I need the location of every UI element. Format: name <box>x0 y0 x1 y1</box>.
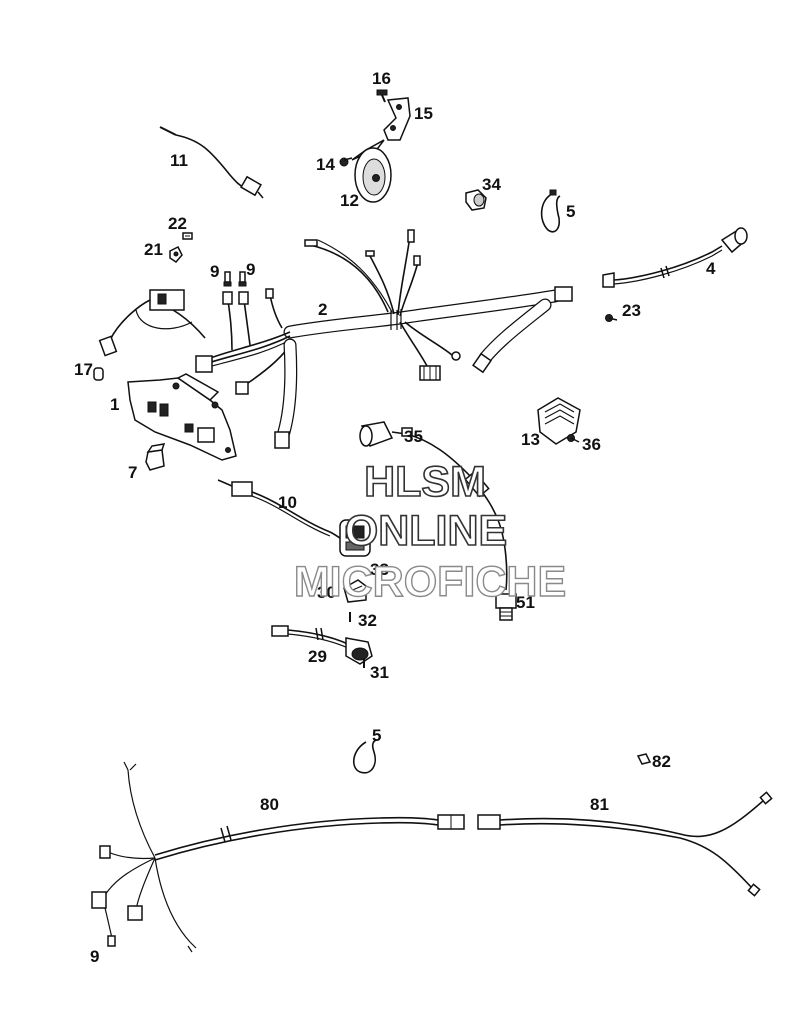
clamp-30 <box>343 579 367 603</box>
callout-80: 80 <box>260 795 279 814</box>
callout-9b: 9 <box>246 260 255 279</box>
callout-81: 81 <box>590 795 609 814</box>
terminal-9a <box>223 271 232 287</box>
callout-29: 29 <box>308 647 327 666</box>
screw-23 <box>605 314 618 322</box>
callout-12: 12 <box>340 191 359 210</box>
callout-82: 82 <box>652 752 671 771</box>
bracket-15 <box>383 97 411 141</box>
horn-12 <box>351 139 392 203</box>
screw-33 <box>361 567 367 575</box>
callout-1: 1 <box>110 395 119 414</box>
callout-16: 16 <box>372 69 391 88</box>
callout-14: 14 <box>316 155 335 174</box>
regulator-13 <box>537 397 581 445</box>
screw-14 <box>339 157 353 167</box>
callout-35: 35 <box>404 427 423 446</box>
sensor-51 <box>464 470 517 621</box>
terminal-9b <box>238 271 247 287</box>
callout-7: 7 <box>128 463 137 482</box>
watermark-line-2: ONLINE <box>345 507 507 555</box>
watermark-line-3: MICROFICHE <box>294 558 566 606</box>
watermark-line-1: HLSM <box>364 458 486 506</box>
callout-21: 21 <box>144 240 163 259</box>
main-harness-2 <box>195 229 573 449</box>
connector-cable-4 <box>602 227 748 288</box>
callout-51: 51 <box>516 593 535 612</box>
connector-82 <box>636 753 652 765</box>
callout-10: 10 <box>278 493 297 512</box>
callout-15: 15 <box>414 104 433 123</box>
harness-81 <box>477 791 773 897</box>
screw-16 <box>376 89 388 103</box>
callout-36: 36 <box>582 435 601 454</box>
harness-80 <box>91 761 465 953</box>
callout-22: 22 <box>168 214 187 233</box>
bracket-plate-1 <box>127 373 237 461</box>
callout-13: 13 <box>521 430 540 449</box>
cable-tie-5-bottom <box>353 739 377 774</box>
callout-30: 30 <box>317 583 336 602</box>
callout-17: 17 <box>74 360 93 379</box>
callout-32: 32 <box>358 611 377 630</box>
callout-33: 33 <box>370 560 389 579</box>
sensor-cable-11 <box>159 126 264 199</box>
callout-11: 11 <box>170 151 188 170</box>
relay-7 <box>145 443 166 471</box>
switch-cable-29 <box>271 625 373 665</box>
callout-4: 4 <box>706 259 716 278</box>
screw-22 <box>182 232 193 240</box>
switch-cable-10 <box>217 479 371 557</box>
callout-31: 31 <box>370 663 389 682</box>
watermark: HLSM ONLINE MICROFICHE <box>293 457 567 607</box>
callout-5-bottom: 5 <box>372 726 381 745</box>
cable-tie-5-top <box>540 189 561 233</box>
callout-23: 23 <box>622 301 641 320</box>
screw-36 <box>567 434 580 443</box>
cap-34 <box>465 189 487 211</box>
callout-2: 2 <box>318 300 327 319</box>
grommet-17 <box>93 367 104 381</box>
callout-5-top: 5 <box>566 202 575 221</box>
callout-9a: 9 <box>210 262 219 281</box>
callout-34: 34 <box>482 175 501 194</box>
callout-9c: 9 <box>90 947 99 966</box>
grommet-21 <box>169 245 183 263</box>
connector-assembly <box>98 289 206 357</box>
